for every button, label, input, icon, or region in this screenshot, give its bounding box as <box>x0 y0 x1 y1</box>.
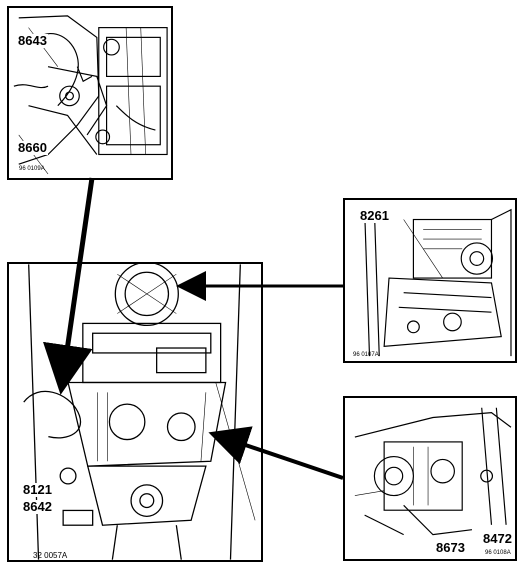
detail-panel-top-left: 8643 8660 96 0109A <box>7 6 173 180</box>
detail-drawing-right-top <box>364 208 512 357</box>
callout-label: 8642 <box>22 499 53 514</box>
callout-label: 8261 <box>359 208 390 223</box>
figure-code: 96 0107A <box>353 352 379 358</box>
callout-label: 8643 <box>17 33 48 48</box>
figure-code: 96 0108A <box>485 550 511 556</box>
callout-label: 8673 <box>435 540 466 555</box>
callout-label: 8121 <box>22 482 53 497</box>
main-engine-panel: 8121 8642 32 0057A <box>7 262 263 562</box>
detail-drawing-right-bottom <box>354 407 512 536</box>
detail-panel-right-bottom: 8673 8472 96 0108A <box>343 396 517 561</box>
figure-code: 32 0057A <box>33 551 68 560</box>
callout-label: 8472 <box>482 531 513 546</box>
detail-drawing-top-left <box>13 15 168 175</box>
detail-panel-right-top: 8261 96 0107A <box>343 198 517 363</box>
callout-label: 8660 <box>17 140 48 155</box>
engine-drawing <box>23 264 256 560</box>
figure-code: 96 0109A <box>19 166 45 172</box>
